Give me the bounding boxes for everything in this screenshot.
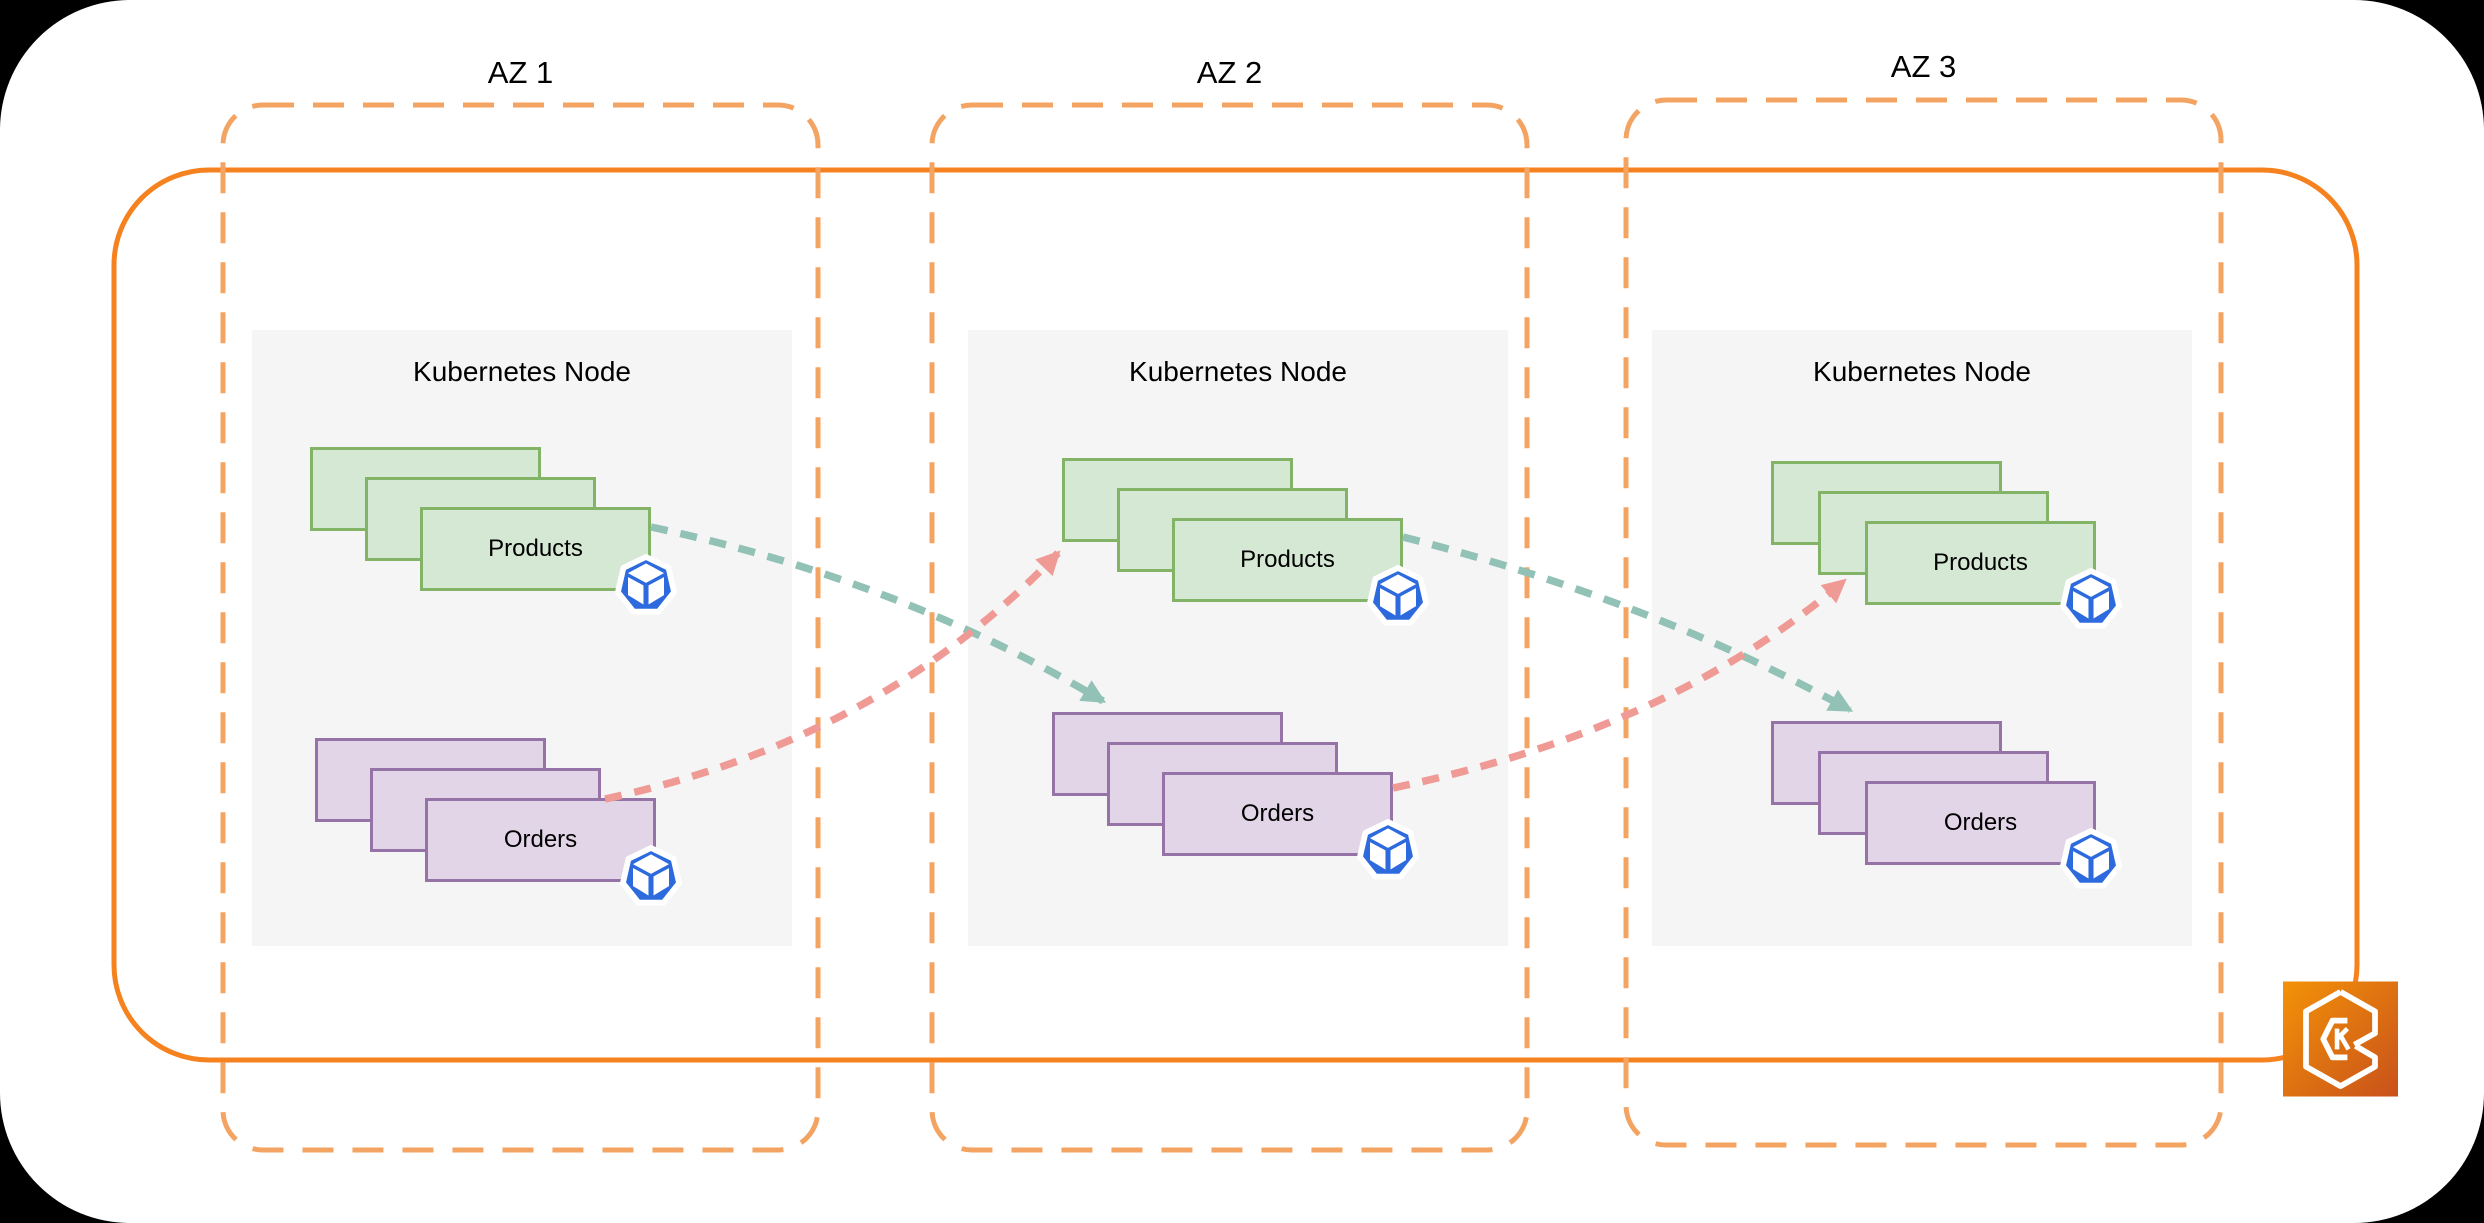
kubernetes-node-title: Kubernetes Node (1129, 356, 1347, 387)
kubernetes-pod-icon (1357, 819, 1419, 880)
amazon-eks-icon (2283, 981, 2398, 1097)
az-label: AZ 2 (1196, 55, 1263, 90)
kubernetes-pod-icon (615, 554, 677, 615)
kubernetes-pod-icon (1367, 565, 1429, 626)
kubernetes-node-title: Kubernetes Node (1813, 356, 2031, 387)
kubernetes-node-title: Kubernetes Node (413, 356, 631, 387)
az-label: AZ 3 (1890, 49, 1957, 84)
kubernetes-pod-icon (2060, 828, 2122, 889)
az-label: AZ 1 (487, 55, 554, 90)
kubernetes-pod-icon (2060, 568, 2122, 629)
kubernetes-pod-icon (620, 845, 682, 906)
